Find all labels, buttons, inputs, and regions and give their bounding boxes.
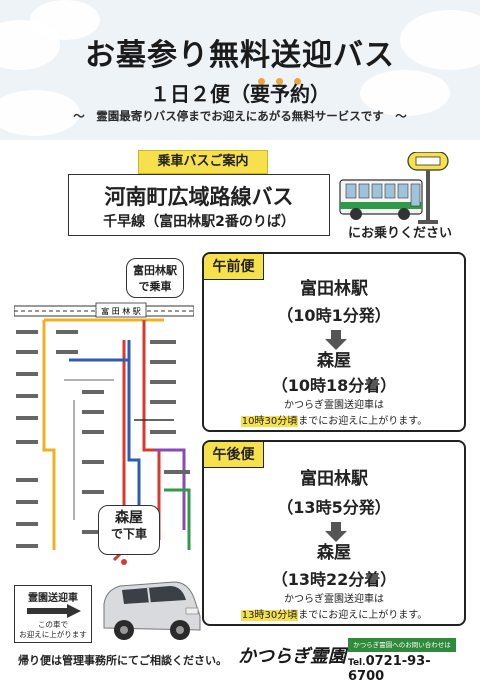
- afternoon-departure-time: （13時5分発）: [277, 498, 391, 517]
- shuttle-note-line1: この車で: [38, 620, 68, 629]
- morning-schedule: 午前便 富田林駅 （10時1分発） 森屋 （10時18分着） かつらぎ霊園送迎車…: [202, 252, 466, 432]
- afternoon-label: 午後便: [204, 442, 264, 468]
- arrow-down-icon: [325, 522, 347, 542]
- boarding-callout: 富田林駅 で乗車: [126, 258, 184, 298]
- shuttle-note: この車で お迎えに上がります: [15, 620, 91, 640]
- please-ride-text: にお乗りください: [347, 226, 452, 241]
- afternoon-note-line1: かつらぎ霊園送迎車は: [284, 594, 384, 605]
- page-title: お墓参り無料送迎バス: [85, 38, 395, 73]
- cloud-decoration: [30, 0, 100, 40]
- cloud-decoration: [400, 10, 480, 70]
- alighting-callout-action: で下車: [110, 527, 147, 541]
- boarding-callout-station: 富田林駅: [133, 264, 177, 277]
- afternoon-from-station: 富田林駅: [300, 469, 368, 489]
- return-note: 帰り便は管理事務所にてご相談ください。: [18, 654, 227, 667]
- tel-number: 0721-93-6700: [348, 654, 431, 680]
- morning-note-rest: までにお迎えに上がります。: [298, 416, 428, 427]
- route-box: 河南町広域路線バス 千早線（富田林駅2番のりば）: [68, 174, 330, 236]
- boarding-callout-action: で乗車: [138, 280, 172, 293]
- page-subtitle: １日２便（要予約）: [150, 82, 330, 106]
- morning-from-station: 富田林駅: [300, 279, 368, 299]
- cloud-decoration: [0, 90, 80, 136]
- afternoon-schedule: 午後便 富田林駅 （13時5分発） 森屋 （13時22分着） かつらぎ霊園送迎車…: [202, 440, 466, 626]
- shuttle-title: 霊園送迎車: [28, 593, 78, 604]
- brand-logo: かつらぎ霊園: [238, 646, 346, 667]
- bus-guide-label: 乗車バスご案内: [138, 150, 268, 174]
- afternoon-pickup-time: 13時30分頃: [240, 610, 299, 621]
- morning-pickup-time: 10時30分頃: [240, 416, 299, 427]
- shuttle-car-photo: [103, 581, 201, 640]
- morning-note-line1: かつらぎ霊園送迎車は: [284, 400, 384, 411]
- afternoon-to-station: 森屋: [317, 543, 351, 563]
- shuttle-note-line2: お迎えに上がります: [19, 630, 87, 639]
- route-map: 富 田 林 駅: [14, 302, 194, 565]
- contact-label: かつらぎ霊園へのお問い合わせは: [348, 638, 456, 652]
- morning-label: 午前便: [204, 254, 264, 280]
- morning-to-station: 森屋: [317, 351, 351, 371]
- tagline: ～ 霊園最寄りバス停までお迎えにあがる無料サービスです ～: [73, 109, 407, 123]
- shuttle-box: 霊園送迎車 この車で お迎えに上がります: [14, 585, 92, 643]
- afternoon-note-rest: までにお迎えに上がります。: [298, 610, 428, 621]
- morning-note-line2: 10時30分頃までにお迎えに上がります。: [204, 412, 464, 427]
- arrow-down-icon: [325, 330, 347, 350]
- afternoon-note-line2: 13時30分頃までにお迎えに上がります。: [204, 606, 464, 621]
- bus-illustration: [339, 152, 449, 224]
- arrow-right-icon: [27, 604, 81, 618]
- cloud-decoration: [360, 70, 450, 116]
- route-name: 河南町広域路線バス: [104, 185, 294, 209]
- emphasis-dots: [258, 70, 318, 85]
- afternoon-arrival-time: （13時22分着）: [271, 570, 397, 589]
- alighting-callout: 森屋 で下車: [98, 505, 160, 555]
- header-background: [0, 0, 480, 140]
- morning-arrival-time: （10時18分着）: [271, 376, 397, 395]
- station-sign: 富 田 林 駅: [101, 306, 141, 316]
- alighting-callout-station: 森屋: [115, 510, 143, 526]
- tel-prefix: Tel.: [348, 658, 366, 668]
- route-sub: 千早線（富田林駅2番のりば）: [103, 214, 295, 230]
- morning-departure-time: （10時1分発）: [277, 306, 391, 325]
- phone-number: Tel.0721-93-6700: [348, 654, 458, 680]
